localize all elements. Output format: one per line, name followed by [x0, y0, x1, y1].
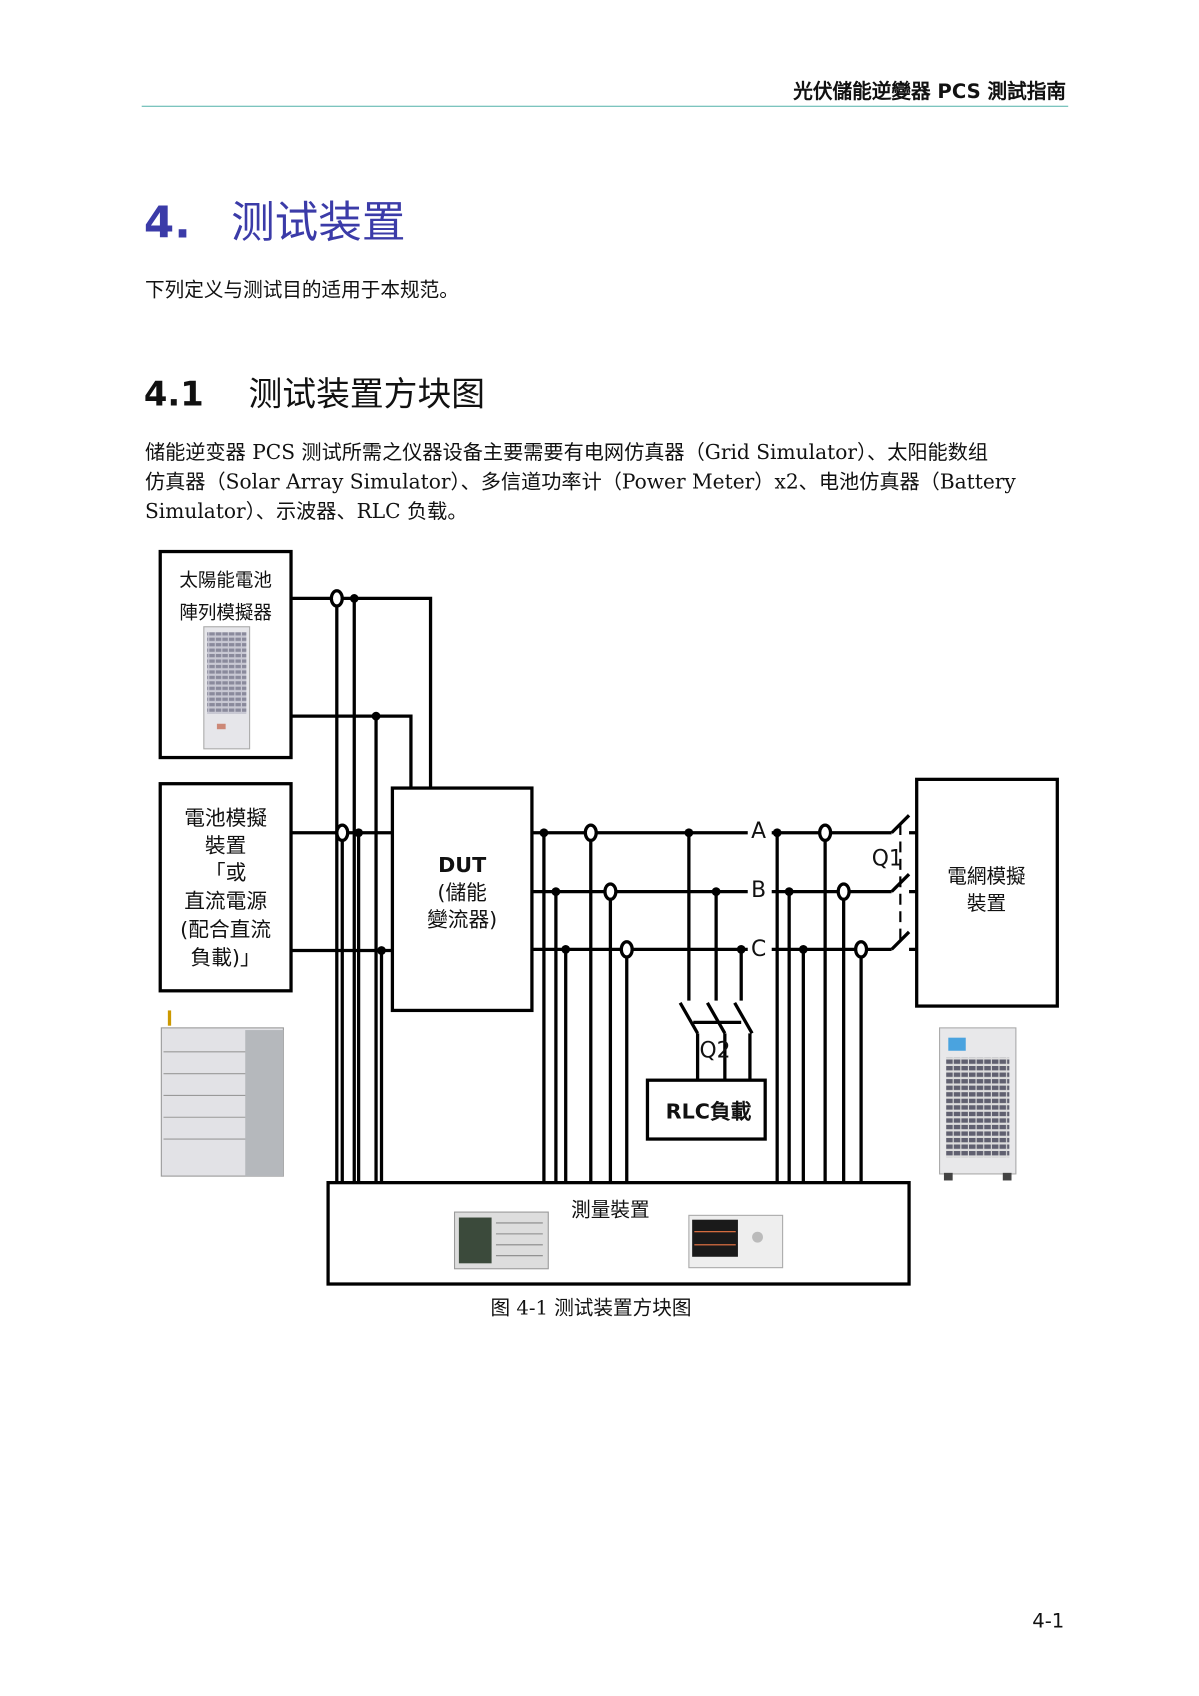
q1-label: Q1 — [872, 846, 903, 871]
oscilloscope-image — [688, 1214, 784, 1269]
solar-simulator-box — [158, 549, 293, 760]
rlc-load-box — [645, 1078, 767, 1141]
dc-wires — [291, 596, 433, 953]
junction-dots — [349, 594, 808, 955]
battery-sim-label: 直流電源 — [184, 889, 267, 913]
dut-label: DUT — [438, 853, 487, 877]
solar-simulator-image — [203, 626, 251, 750]
phase-label-b: B — [751, 878, 766, 903]
q2-label: Q2 — [700, 1038, 731, 1063]
ac-measure-lines-dut — [542, 832, 629, 1183]
body-line: 仿真器（Solar Array Simulator）、多信道功率计（Power … — [144, 470, 1016, 494]
page-number: 4-1 — [1032, 1609, 1065, 1633]
battery-simulator-image — [160, 1010, 284, 1177]
section-intro: 下列定义与测试目的适用于本规范。 — [144, 279, 459, 302]
subsection-heading: 4.1 测试装置方块图 — [144, 366, 485, 415]
section-heading: 4. 测试装置 — [144, 187, 406, 250]
ac-measure-lines-grid — [775, 832, 863, 1183]
grid-simulator-image — [939, 1027, 1017, 1181]
measurement-label: 測量裝置 — [571, 1198, 649, 1221]
solar-sim-label: 陣列模擬器 — [179, 603, 272, 624]
phase-label-c: C — [751, 937, 766, 962]
battery-sim-label: 負載)」 — [191, 946, 261, 970]
solar-sim-label: 太陽能電池 — [179, 570, 272, 591]
dut-label: 變流器) — [427, 908, 497, 932]
header-rule — [141, 105, 1069, 107]
subsection-number: 4.1 — [143, 374, 204, 415]
subsection-title: 测试装置方块图 — [248, 374, 486, 415]
current-probes — [329, 589, 869, 959]
dc-measure-lines — [335, 598, 384, 1183]
section-title: 测试装置 — [231, 198, 406, 249]
battery-sim-label: 裝置 — [205, 833, 246, 857]
rlc-load-label: RLC負載 — [666, 1099, 752, 1123]
grid-sim-label: 裝置 — [967, 892, 1006, 915]
section-number: 4. — [143, 198, 191, 249]
power-meter-image — [453, 1211, 549, 1270]
figure-caption: 图 4-1 测试装置方块图 — [490, 1297, 692, 1320]
measurement-box — [326, 1181, 911, 1286]
dut-label: (儲能 — [437, 880, 486, 904]
q1-switch — [890, 814, 917, 952]
body-line: 储能逆变器 PCS 测试所需之仪器设备主要需要有电网仿真器（Grid Simul… — [144, 441, 989, 465]
phase-label-a: A — [751, 819, 766, 844]
q2-switch — [678, 832, 754, 1081]
body-line: Simulator）、示波器、RLC 负载。 — [144, 500, 468, 524]
battery-simulator-box — [158, 782, 293, 993]
grid-sim-label: 電網模擬 — [947, 865, 1026, 888]
battery-sim-label: 電池模擬 — [184, 806, 267, 830]
dut-box — [390, 786, 534, 1013]
battery-sim-label: (配合直流 — [180, 917, 271, 941]
running-header: 光伏儲能逆變器 PCS 測試指南 — [793, 80, 1067, 104]
battery-sim-label: 「或 — [205, 861, 246, 885]
